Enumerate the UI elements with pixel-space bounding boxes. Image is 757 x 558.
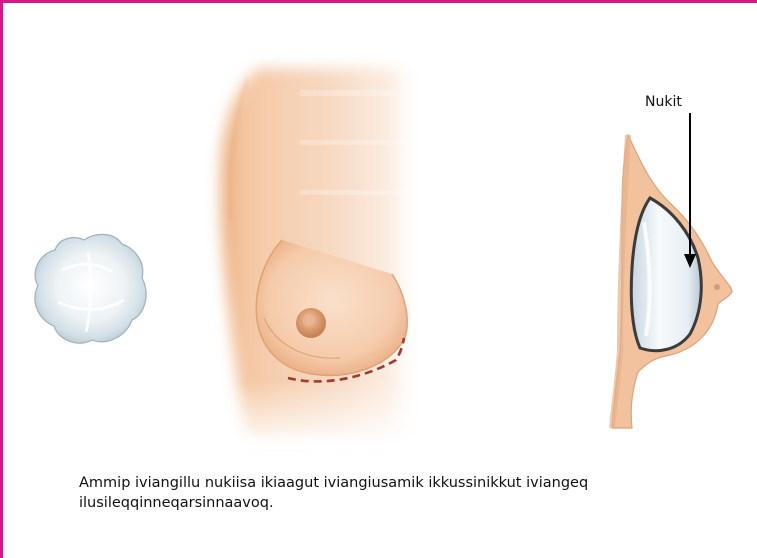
- side-profile-view: [612, 135, 732, 428]
- implant-label: Nukit: [645, 94, 682, 110]
- figure-caption: Ammip iviangillu nukiisa ikiaagut iviang…: [79, 473, 729, 513]
- breast-implant-illustration: [0, 0, 757, 460]
- implant-top-view: [35, 234, 146, 343]
- torso-front-view: [220, 68, 430, 450]
